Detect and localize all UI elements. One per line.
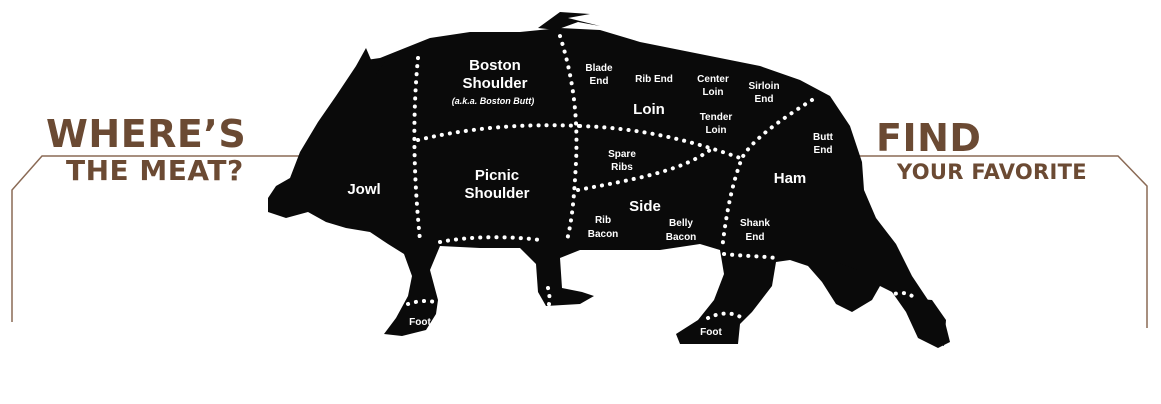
label-tender-loin-1: Tender bbox=[700, 112, 733, 123]
cut-divisions bbox=[406, 34, 914, 320]
label-rib-bacon-1: Rib bbox=[595, 215, 611, 226]
divider-ham bbox=[720, 98, 814, 252]
label-belly-bacon-1: Belly bbox=[669, 218, 693, 229]
divider-rear-foot bbox=[706, 311, 744, 320]
label-sirloin-end-1: Sirloin bbox=[748, 81, 779, 92]
divider-front-knee bbox=[546, 286, 552, 310]
divider-shoulder-horizontal bbox=[416, 123, 582, 142]
hog-rear-hoof bbox=[906, 298, 946, 346]
label-blade-end-2: End bbox=[590, 76, 609, 87]
label-loin: Loin bbox=[633, 101, 665, 118]
label-boston-shoulder-note: (a.k.a. Boston Butt) bbox=[452, 96, 535, 106]
hog-silhouette bbox=[268, 12, 950, 348]
label-butt-end-1: Butt bbox=[813, 132, 834, 143]
hog-tail bbox=[836, 262, 858, 296]
hog-mane bbox=[538, 12, 600, 30]
divider-loin-side bbox=[578, 124, 742, 160]
divider-shoulder-base bbox=[438, 235, 542, 244]
divider-ham-base bbox=[722, 252, 778, 260]
label-tender-loin-2: Loin bbox=[705, 125, 726, 136]
label-spare-ribs-2: Ribs bbox=[611, 162, 633, 173]
label-shank-end-2: End bbox=[746, 232, 765, 243]
divider-front-foot bbox=[406, 299, 442, 306]
label-center-loin-1: Center bbox=[697, 74, 729, 85]
divider-jowl bbox=[412, 56, 422, 242]
label-boston-shoulder-1: Boston bbox=[469, 57, 521, 74]
label-butt-end-2: End bbox=[814, 145, 833, 156]
label-ham: Ham bbox=[774, 170, 807, 187]
hog-ear bbox=[356, 48, 388, 74]
label-side: Side bbox=[629, 198, 661, 215]
headline-left-line1: WHERE’S bbox=[46, 112, 247, 156]
label-sirloin-end-2: End bbox=[755, 94, 774, 105]
label-blade-end-1: Blade bbox=[585, 63, 613, 74]
label-foot-front: Foot bbox=[409, 317, 431, 328]
label-spare-ribs-1: Spare bbox=[608, 149, 636, 160]
label-foot-rear: Foot bbox=[700, 327, 722, 338]
label-shank-end-1: Shank bbox=[740, 218, 770, 229]
headline-right-line1: FIND bbox=[876, 116, 982, 160]
hog-body bbox=[268, 28, 950, 348]
headline-left-line2: THE MEAT? bbox=[66, 154, 244, 187]
label-boston-shoulder-2: Shoulder bbox=[462, 75, 527, 92]
label-belly-bacon-2: Bacon bbox=[666, 232, 697, 243]
label-picnic-shoulder-1: Picnic bbox=[475, 167, 519, 184]
divider-rear-hock bbox=[886, 291, 914, 298]
label-jowl: Jowl bbox=[347, 181, 380, 198]
cut-labels: Boston Shoulder (a.k.a. Boston Butt) Bla… bbox=[347, 57, 833, 338]
frame-line-left bbox=[11, 155, 330, 322]
label-center-loin-2: Loin bbox=[702, 87, 723, 98]
frame-lines bbox=[11, 155, 1148, 328]
label-rib-end: Rib End bbox=[635, 74, 673, 85]
headline-right-line2: YOUR FAVORITE bbox=[897, 160, 1087, 184]
divider-spare-ribs bbox=[576, 148, 712, 192]
divider-shoulder-loin bbox=[558, 34, 579, 246]
label-picnic-shoulder-2: Shoulder bbox=[464, 185, 529, 202]
label-rib-bacon-2: Bacon bbox=[588, 229, 619, 240]
frame-line-right bbox=[848, 155, 1148, 328]
